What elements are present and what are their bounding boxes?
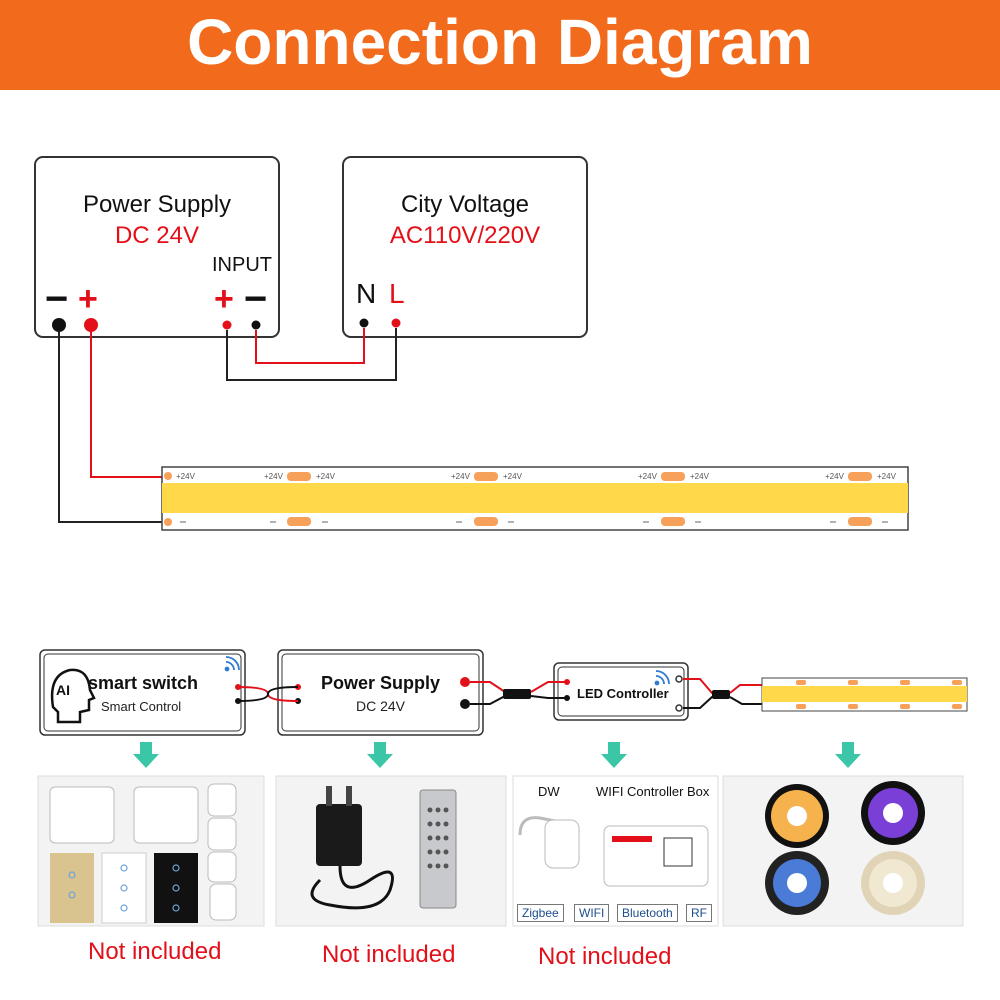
city-title: City Voltage xyxy=(400,191,530,218)
wire-plus xyxy=(90,332,162,478)
tag-wifi: WIFI xyxy=(574,904,610,922)
wifi-box-label: WIFI Controller Box xyxy=(596,784,710,799)
svg-text:+24V: +24V xyxy=(877,472,897,481)
power-panel xyxy=(275,775,507,927)
ps-minus-terminal xyxy=(52,318,66,332)
led-reel-products xyxy=(765,781,925,915)
svg-text:+24V: +24V xyxy=(176,472,196,481)
svg-text:+24V: +24V xyxy=(825,472,845,481)
ps-input-minus-terminal xyxy=(251,320,261,330)
city-n-label: N xyxy=(356,278,377,309)
ps-plus-terminal xyxy=(84,318,98,332)
ps-input-plus-terminal xyxy=(222,320,232,330)
arrow-down-icon xyxy=(133,742,159,768)
city-voltage: AC110V/220V xyxy=(389,222,541,249)
smart-switch-box xyxy=(39,649,246,736)
tag-zigbee: Zigbee xyxy=(517,904,564,922)
not-included-switch: Not included xyxy=(88,938,222,965)
wifi-icon xyxy=(224,656,240,672)
ai-head-icon xyxy=(50,668,96,724)
ps-input-label: INPUT xyxy=(212,254,272,276)
ps-bottom-subtitle: DC 24V xyxy=(355,698,406,714)
svg-text:+24V: +24V xyxy=(264,472,284,481)
wire-minus xyxy=(58,332,162,523)
svg-text:+24V: +24V xyxy=(316,472,336,481)
smart-switch-subtitle: Smart Control xyxy=(101,699,182,714)
smart-switch-products xyxy=(49,783,237,924)
ps-minus-sign: − xyxy=(45,277,69,321)
power-adapter-products xyxy=(310,786,457,910)
city-voltage-box xyxy=(342,156,588,338)
ps-bottom-title: Power Supply xyxy=(320,673,441,693)
smart-switch-title: smart switch xyxy=(88,673,199,693)
arrow-down-icon xyxy=(367,742,393,768)
led-controller-title: LED Controller xyxy=(577,686,669,701)
not-included-power: Not included xyxy=(322,941,456,968)
tag-rf: RF xyxy=(686,904,712,922)
arrow-down-icon xyxy=(835,742,861,768)
city-l-label: L xyxy=(389,278,405,309)
led-strip-cob xyxy=(162,483,908,513)
ps-input-minus-sign: − xyxy=(244,277,268,321)
wire-n xyxy=(255,328,365,364)
wifi-icon-controller xyxy=(654,670,670,686)
svg-text:+24V: +24V xyxy=(503,472,523,481)
svg-text:+24V: +24V xyxy=(638,472,658,481)
ps-plus-sign: + xyxy=(78,280,98,318)
ai-badge: AI xyxy=(56,682,70,698)
city-n-terminal xyxy=(359,318,369,328)
power-supply-box xyxy=(34,156,280,338)
ps-title: Power Supply xyxy=(82,191,232,218)
page-title: Connection Diagram xyxy=(0,0,1000,90)
dw-label: DW xyxy=(538,784,560,799)
strip-panel xyxy=(722,775,964,927)
tag-bluetooth: Bluetooth xyxy=(617,904,678,922)
ps-voltage: DC 24V xyxy=(114,222,200,249)
arrow-down-icon xyxy=(601,742,627,768)
controller-products xyxy=(518,816,709,887)
svg-text:+24V: +24V xyxy=(451,472,471,481)
wire-l xyxy=(226,328,397,381)
led-controller-box xyxy=(553,662,689,721)
city-l-terminal xyxy=(391,318,401,328)
ps-input-plus-sign: + xyxy=(214,280,234,318)
not-included-controller: Not included xyxy=(538,943,672,970)
svg-text:+24V: +24V xyxy=(690,472,710,481)
ps-box-bottom xyxy=(277,649,484,736)
